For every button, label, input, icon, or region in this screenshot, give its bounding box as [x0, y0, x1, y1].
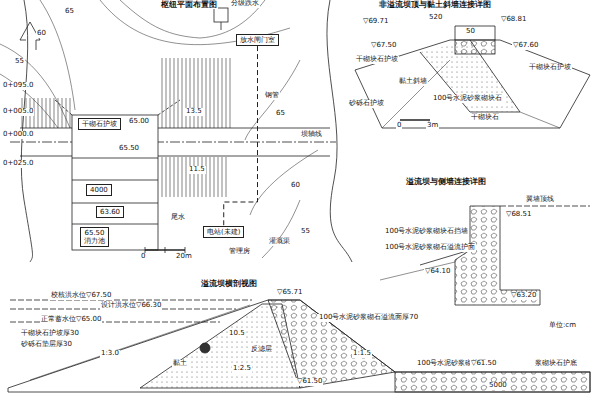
plan-box: 电站(未建) — [203, 226, 244, 238]
annotation: 分级跌水 — [230, 0, 260, 8]
annotation: ▽65.71 — [276, 289, 303, 297]
annotation: 55 — [300, 228, 311, 236]
annotation: 正常蓄水位▽65.00 — [40, 316, 102, 324]
annotation: 50 — [465, 28, 476, 36]
box-text: 放水闸门室 — [240, 36, 275, 44]
annotation: 11.5 — [188, 166, 206, 174]
annotation: 翼墙顶线 — [525, 196, 555, 204]
annotation: 反滤层 — [250, 346, 273, 354]
plan-view — [0, 0, 352, 262]
annotation: 60 — [36, 30, 47, 38]
annotation: 0 — [140, 253, 146, 261]
annotation: 干砌块石护坡厚30 — [20, 330, 80, 338]
annotation: ▽69.71 — [362, 18, 389, 26]
pipe-line — [224, 46, 258, 226]
box-text: 电站(未建) — [207, 228, 240, 236]
annotation: ▽61.50 — [470, 360, 497, 368]
box-text: 消力池 — [84, 237, 105, 245]
view-title: 非溢流坝顶与黏土斜墙连接详图 — [378, 1, 492, 9]
annotation: 65.50 — [118, 145, 140, 153]
annotation: 100号水泥砂浆砌石溢流护面 — [384, 244, 476, 252]
annotation: 65.00 — [128, 118, 150, 126]
annotation: 0+095.0 — [2, 82, 34, 90]
annotation: 0+005.0 — [2, 108, 34, 116]
annotation: ▽63.20 — [510, 292, 537, 300]
annotation: 20m — [175, 253, 193, 261]
annotation: ▽67.50 — [370, 42, 397, 50]
box-text: 干砌石护坡 — [82, 120, 117, 128]
annotation: 1:1.5 — [352, 350, 372, 358]
annotation: 0+000.0 — [2, 131, 34, 139]
annotation: 60 — [290, 182, 301, 190]
annotation: 砂砾石垫层厚30 — [20, 341, 73, 349]
annotation: 100号水泥砂浆砌块石 — [432, 95, 503, 103]
annotation: 100号水泥砂浆砌石溢流面厚70 — [318, 314, 419, 322]
annotation: 干砌块石 — [470, 114, 500, 122]
annotation: 浆砌块石护底 — [534, 360, 578, 368]
annotation: 65 — [64, 8, 75, 16]
annotation: 干砌块石护坡 — [528, 64, 572, 72]
plan-box: 4000 — [86, 184, 112, 196]
annotation: 65 — [275, 110, 286, 118]
annotation: 0 — [396, 122, 402, 130]
view-title: 溢流坝与侧墙连接详图 — [405, 178, 487, 186]
annotation: 坝轴线 — [300, 131, 323, 139]
annotation: 55 — [14, 58, 25, 66]
annotation: 钢管 — [264, 92, 280, 100]
annotation: 520 — [428, 14, 443, 22]
annotation: 管理房 — [228, 248, 251, 256]
annotation: 单位:cm — [548, 322, 577, 330]
annotation: 校核洪水位▽67.50 — [50, 292, 112, 300]
annotation: 设计洪水位▽66.30 — [100, 302, 162, 310]
annotation: ▽64.10 — [424, 268, 451, 276]
annotation: 3m — [426, 122, 439, 130]
box-text: 4000 — [90, 186, 108, 194]
spillway-section — [8, 300, 590, 392]
plan-box: 干砌石护坡 — [78, 118, 121, 130]
wall-detail — [380, 206, 590, 305]
annotation: 1:2.5 — [232, 365, 252, 373]
annotation: 13.5 — [185, 108, 203, 116]
annotation: 干砌块石护坡 — [355, 56, 399, 64]
annotation: 100号水泥砂浆砌块石挡墙 — [384, 228, 469, 236]
crest-detail — [355, 26, 590, 128]
annotation: 砂砾石护坡 — [348, 100, 385, 108]
annotation: ▽68.81 — [500, 16, 527, 24]
annotation: 1:3.0 — [100, 350, 120, 358]
box-text: 63.60 — [100, 208, 120, 216]
annotation: ▽67.60 — [512, 42, 539, 50]
view-title: 溢流坝横剖视图 — [200, 280, 258, 288]
box-text: 65.50 — [84, 229, 105, 237]
plan-box: 放水闸门室 — [236, 34, 279, 46]
annotation: 黏土斜墙 — [398, 78, 428, 86]
annotation: 0+025.0 — [2, 160, 34, 168]
annotation: 灌溉渠 — [268, 238, 291, 246]
annotation: 10.5 — [228, 330, 246, 338]
plan-box: 65.50消力池 — [80, 227, 109, 247]
view-title: 枢纽平面布置图 — [160, 1, 218, 9]
annotation: 5000 — [488, 382, 508, 390]
annotation: ▽61.50 — [296, 378, 323, 386]
annotation: ▽68.51 — [505, 211, 532, 219]
annotation: 黏土 — [172, 360, 188, 368]
annotation: 尾水 — [170, 214, 186, 222]
plan-box: 63.60 — [96, 206, 124, 218]
